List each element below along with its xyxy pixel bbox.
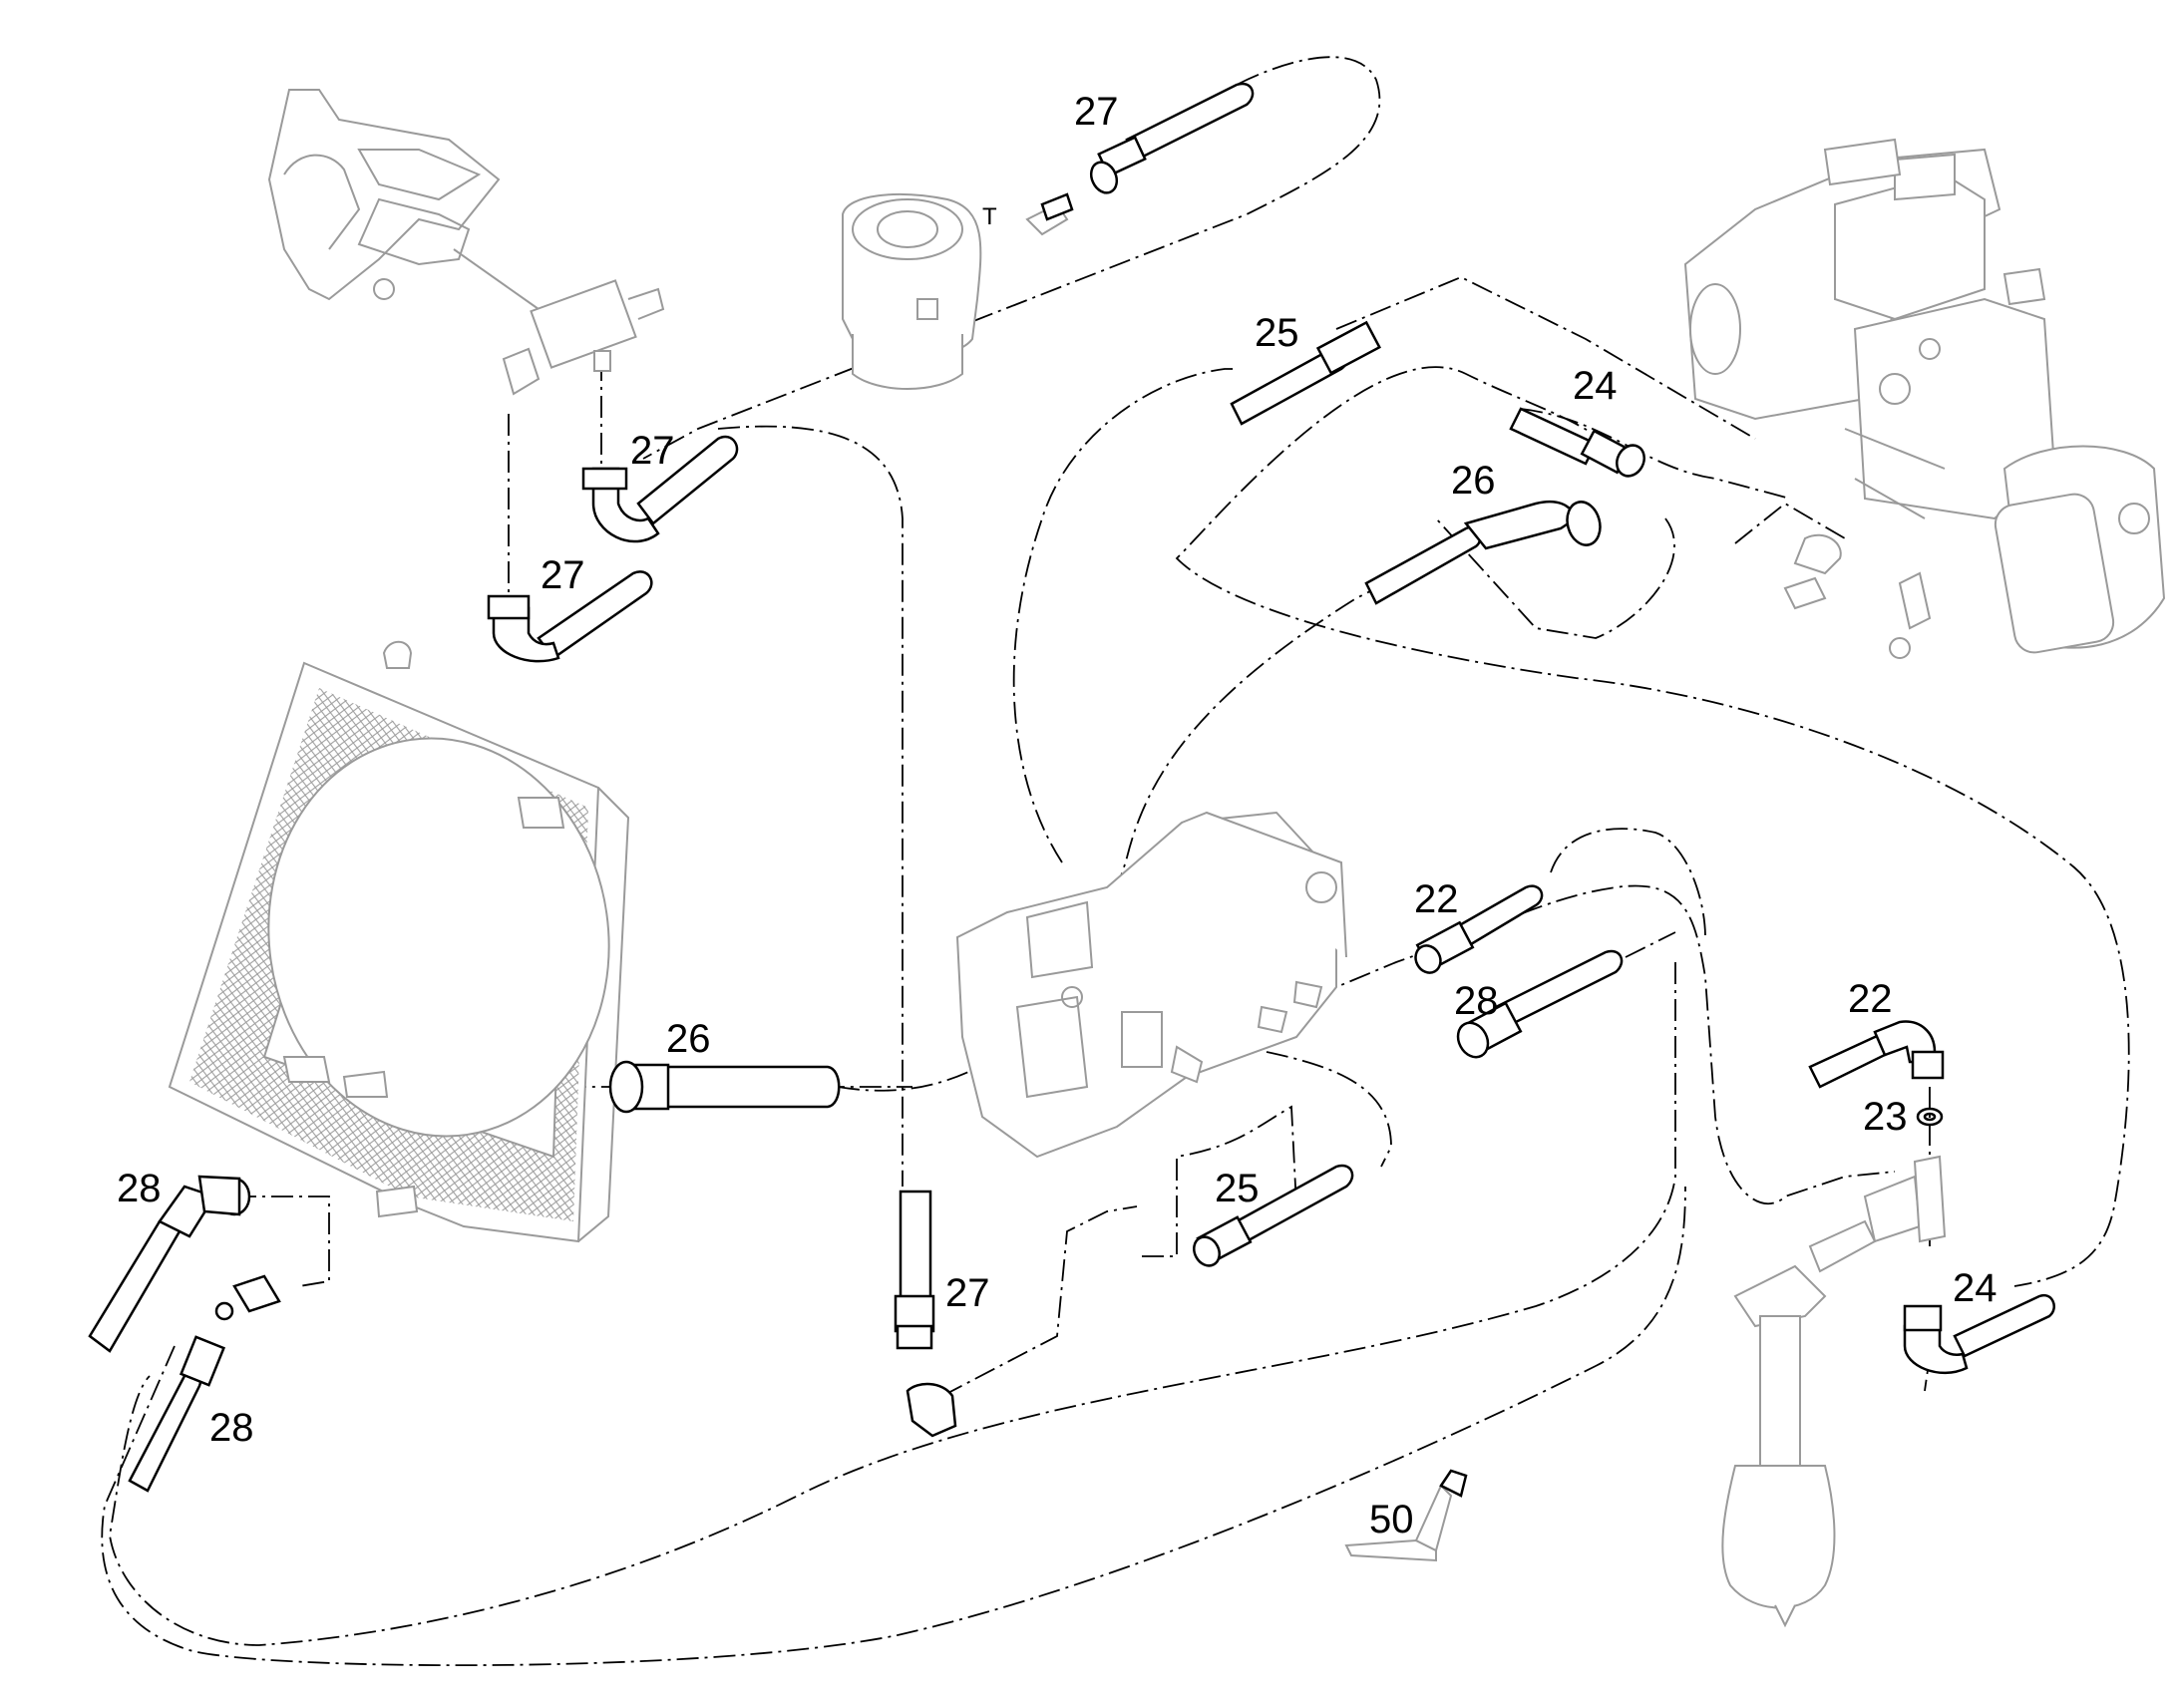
hose-26-lower [608, 1060, 841, 1114]
hoses [88, 82, 2055, 1493]
steering-unit: T [842, 193, 1069, 390]
clamp-item-50 [1344, 1469, 1468, 1562]
accumulator [1721, 1155, 1947, 1628]
callout-28: 28 [209, 1406, 254, 1450]
hose-25-upper [1230, 320, 1381, 426]
hose-28-left-bottom [128, 1274, 281, 1493]
callout-27: 27 [541, 553, 585, 597]
hydraulic-motor [955, 811, 1347, 1159]
pedal-valve-assembly [267, 89, 665, 396]
hose-24-upper [1509, 407, 1645, 478]
hose-28-center [1456, 949, 1624, 1059]
hose-27-vertical [894, 1190, 957, 1438]
hose-27-left-upper [581, 435, 739, 543]
washer-23 [1916, 1107, 1944, 1127]
callout-23: 23 [1863, 1095, 1908, 1139]
hose-27-top [1040, 82, 1255, 221]
hose-22-upper [1414, 884, 1544, 974]
callout-25: 25 [1255, 311, 1299, 355]
callout-27: 27 [945, 1271, 990, 1315]
oil-cooler [168, 640, 630, 1243]
callout-22: 22 [1848, 977, 1893, 1021]
main-pump [1683, 138, 2166, 659]
callout-28: 28 [1454, 979, 1499, 1023]
hose-24-right [1903, 1293, 2055, 1375]
hose-25-lower [1193, 1164, 1354, 1267]
callout-27: 27 [630, 429, 675, 473]
callout-24: 24 [1953, 1266, 1998, 1310]
callout-27: 27 [1074, 90, 1119, 134]
callout-22: 22 [1414, 877, 1459, 921]
hose-26-upper [1364, 500, 1602, 605]
callout-28: 28 [117, 1167, 162, 1210]
hose-28-left-top [88, 1175, 251, 1353]
callout-50: 50 [1369, 1498, 1414, 1541]
callout-26: 26 [666, 1017, 711, 1061]
callouts: 27 27 27 27 25 25 24 24 26 26 22 22 28 2… [117, 90, 1998, 1541]
callout-25: 25 [1215, 1167, 1260, 1210]
hose-27-left-lower [487, 570, 653, 663]
port-label-t: T [982, 203, 997, 230]
callout-26: 26 [1451, 459, 1496, 503]
hose-22-right [1808, 1020, 1945, 1089]
callout-24: 24 [1573, 364, 1618, 408]
